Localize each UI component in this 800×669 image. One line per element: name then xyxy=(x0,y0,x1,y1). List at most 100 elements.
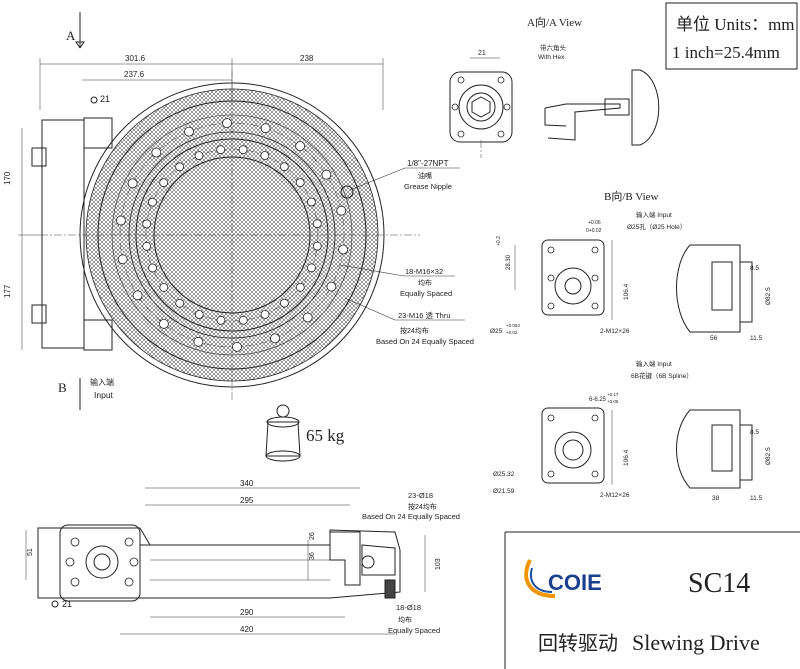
bolt-hole xyxy=(194,310,204,319)
bolt-hole xyxy=(159,178,169,188)
b-bore-tol-lo: +0.02 xyxy=(506,330,518,335)
b-view-spline: 输入端 Input 6B花键（6B Spline） 6-6.25 +0.17 +… xyxy=(493,359,772,502)
dim-340: 340 xyxy=(240,479,254,488)
b-dim-height-tol: +0.2 xyxy=(496,236,502,246)
main-view: A B 301.6 238 237.6 21 170 177 xyxy=(3,12,474,410)
bolt-hole xyxy=(194,151,204,161)
bolt-hole xyxy=(302,312,313,323)
bolt-hole xyxy=(312,219,322,229)
a-view-title: A向/A View xyxy=(527,15,582,29)
b2-spline: 6B花键（6B Spline） xyxy=(631,371,693,380)
grease-en: Grease Nipple xyxy=(404,182,452,191)
bolt1-en: Equally Spaced xyxy=(400,289,452,298)
bolt-hole xyxy=(142,219,152,229)
b-bore: Ø25 xyxy=(490,328,503,335)
b-dim-106: 106.4 xyxy=(623,283,630,300)
bolt-hole xyxy=(295,282,305,292)
b2-dim-25-32: Ø25.32 xyxy=(493,471,515,478)
bolt-hole xyxy=(148,263,158,273)
dim-301-6: 301.6 xyxy=(125,54,146,63)
bolt-hole xyxy=(321,169,332,180)
bolt2-cn: 按24均布 xyxy=(400,326,429,335)
bolt-hole xyxy=(238,315,248,325)
bolt-hole xyxy=(159,282,169,292)
units-box: 单位 Units：mm 1 inch=25.4mm xyxy=(665,2,798,70)
product-en: Slewing Drive xyxy=(632,630,760,655)
b-bore-tol-hi: +0.053 xyxy=(506,323,520,328)
a-view-sub-en: With Hex xyxy=(538,54,565,61)
dim-51: 51 xyxy=(27,548,34,556)
b-view: B向/B View 输入端 Input Ø25孔（Ø25 Hole） +0.06… xyxy=(490,189,772,342)
dim-23-en: Based On 24 Equally Spaced xyxy=(362,512,460,521)
bolt-hole xyxy=(260,309,270,319)
b-view-hole: Ø25孔（Ø25 Hole） xyxy=(627,223,686,231)
model-name: SC14 xyxy=(688,568,750,599)
b2-spline-tol-lo: +0.08 xyxy=(607,399,619,404)
bolt-hole xyxy=(306,197,316,207)
b2-dim-21-59: Ø21.59 xyxy=(493,488,515,495)
units-line2: 1 inch=25.4mm xyxy=(672,43,780,62)
units-line1: 单位 Units：mm xyxy=(676,15,795,34)
bolt-hole xyxy=(312,241,322,251)
b2-spline-dim: 6-6.25 xyxy=(589,397,607,403)
bolt-hole xyxy=(336,205,347,216)
bolt-hole xyxy=(216,315,226,325)
a-dim-21: 21 xyxy=(478,50,486,57)
bolt-hole xyxy=(117,254,128,265)
dim-23-cn: 按24均布 xyxy=(408,502,437,511)
b-view-input: 输入端 Input xyxy=(636,210,672,219)
dim-36: 36 xyxy=(309,552,316,560)
bolt-hole xyxy=(184,126,194,137)
inner-bolt-holes xyxy=(142,145,322,325)
dim-103: 103 xyxy=(435,558,442,570)
product-cn: 回转驱动 xyxy=(538,632,618,655)
bolt-hole xyxy=(326,281,337,292)
dim-290: 290 xyxy=(240,608,254,617)
b2-dim-38: 38 xyxy=(712,495,720,502)
b-dim-8-5: 8.5 xyxy=(750,265,759,272)
bolt-hole xyxy=(279,162,289,172)
bolt-hole xyxy=(338,244,349,255)
bolt-hole xyxy=(116,215,126,226)
bolt-hole xyxy=(142,241,152,251)
b-dim-82-5: Ø82.5 xyxy=(765,287,772,305)
b2-spline-tol-hi: +0.17 xyxy=(607,392,619,397)
bolt-hole xyxy=(295,178,305,188)
b-tol-hi: +0.06 xyxy=(588,220,601,226)
dim-237-6: 237.6 xyxy=(124,70,145,79)
bolt-hole xyxy=(158,318,169,329)
logo-text: COIE xyxy=(548,570,602,595)
bolt-hole xyxy=(132,290,143,301)
dim-21: 21 xyxy=(100,94,110,104)
b-tol-lo: 0+0.02 xyxy=(586,228,602,234)
bottom-view: 340 295 23-Ø18 按24均布 Based On 24 Equally… xyxy=(25,479,460,635)
bolt-hole xyxy=(279,298,289,308)
coie-logo: COIE xyxy=(524,559,602,598)
brand-box: COIE SC14 回转驱动 Slewing Drive xyxy=(504,531,800,669)
bolt1-cn: 均布 xyxy=(418,278,432,287)
b2-dim-8-5: 8.5 xyxy=(750,429,759,436)
bolt-hole xyxy=(127,178,138,189)
bottom-dim-21: 21 xyxy=(62,599,72,609)
dim-18-cn: 均布 xyxy=(398,615,412,624)
bolt1-spec: 18-M16×32 xyxy=(405,267,443,276)
bolt-hole xyxy=(307,263,316,273)
bolt-hole xyxy=(193,336,204,347)
label-b: B xyxy=(58,380,67,395)
bolt-hole xyxy=(260,123,271,134)
a-view: A向/A View 带六角头 With Hex 21 xyxy=(449,15,660,158)
bolt-hole xyxy=(295,141,306,152)
b-dim-11-5: 11.5 xyxy=(750,335,763,342)
dim-26: 26 xyxy=(309,532,316,540)
weight-value: 65 kg xyxy=(306,426,345,445)
bolt-hole xyxy=(270,333,280,344)
a-view-sub-cn: 带六角头 xyxy=(540,43,567,52)
bolt-hole xyxy=(216,145,226,155)
b2-input: 输入端 Input xyxy=(636,359,672,368)
bolt-hole xyxy=(232,341,242,352)
bolt-hole xyxy=(175,298,185,308)
dim-18-en: Equally Spaced xyxy=(388,626,440,635)
bolt-hole xyxy=(222,118,232,128)
